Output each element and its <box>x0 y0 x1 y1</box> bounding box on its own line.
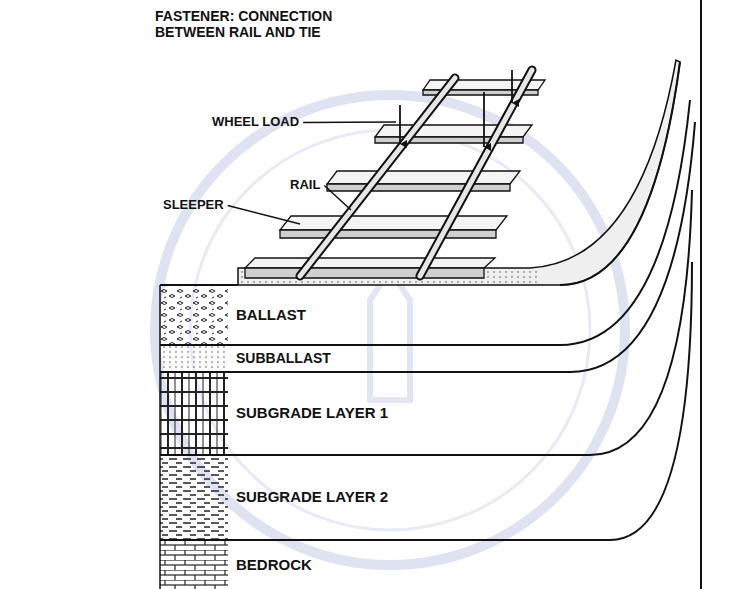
leader-line <box>303 121 396 123</box>
layer-label: SUBGRADE LAYER 1 <box>236 404 388 421</box>
part-label: SLEEPER <box>163 198 224 213</box>
layer-label: SUBBALLAST <box>236 350 331 366</box>
leader-line <box>324 185 351 210</box>
layer-label: SUBGRADE LAYER 2 <box>236 488 388 505</box>
part-label: WHEEL LOAD <box>212 115 299 130</box>
leader-line <box>228 205 300 224</box>
heading-label: FASTENER: CONNECTION BETWEEN RAIL AND TI… <box>155 8 350 40</box>
part-label: RAIL <box>290 178 320 193</box>
layer-label: BALLAST <box>236 306 306 323</box>
layer-label: BEDROCK <box>236 556 312 573</box>
